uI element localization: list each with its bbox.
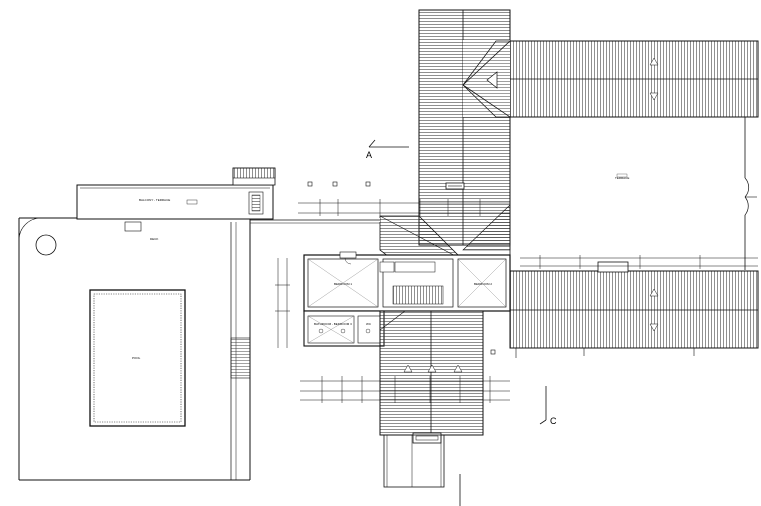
terrace-west: [18, 217, 380, 481]
bathroom-label: BATHROOM - BEDROOM 3: [314, 322, 352, 326]
balcony-label: BALCONY - TERRACE: [139, 198, 171, 202]
roof-east-upper: [462, 40, 759, 118]
bedroom-2-label: BEDROOM 2: [474, 282, 493, 286]
courtyard-east: [509, 117, 757, 270]
section-cut-a: [368, 139, 409, 148]
roof-east-lower: [509, 261, 759, 358]
dimension-lines: [275, 199, 758, 403]
roof-south: [379, 310, 484, 506]
survey-markers: [307, 181, 496, 355]
balcony-terrace: [76, 167, 276, 220]
upper-floor-rooms: [303, 251, 511, 347]
wc-label: WC: [366, 322, 371, 326]
section-cut-c: [539, 386, 547, 425]
section-label-a: A: [366, 150, 373, 160]
deck-label: DECK: [150, 237, 159, 241]
section-label-c: C: [550, 416, 557, 426]
pool-label: POOL: [132, 356, 141, 360]
bedroom-1-label: BEDROOM 1: [334, 282, 353, 286]
terrace-label: TERRACE: [615, 176, 630, 180]
